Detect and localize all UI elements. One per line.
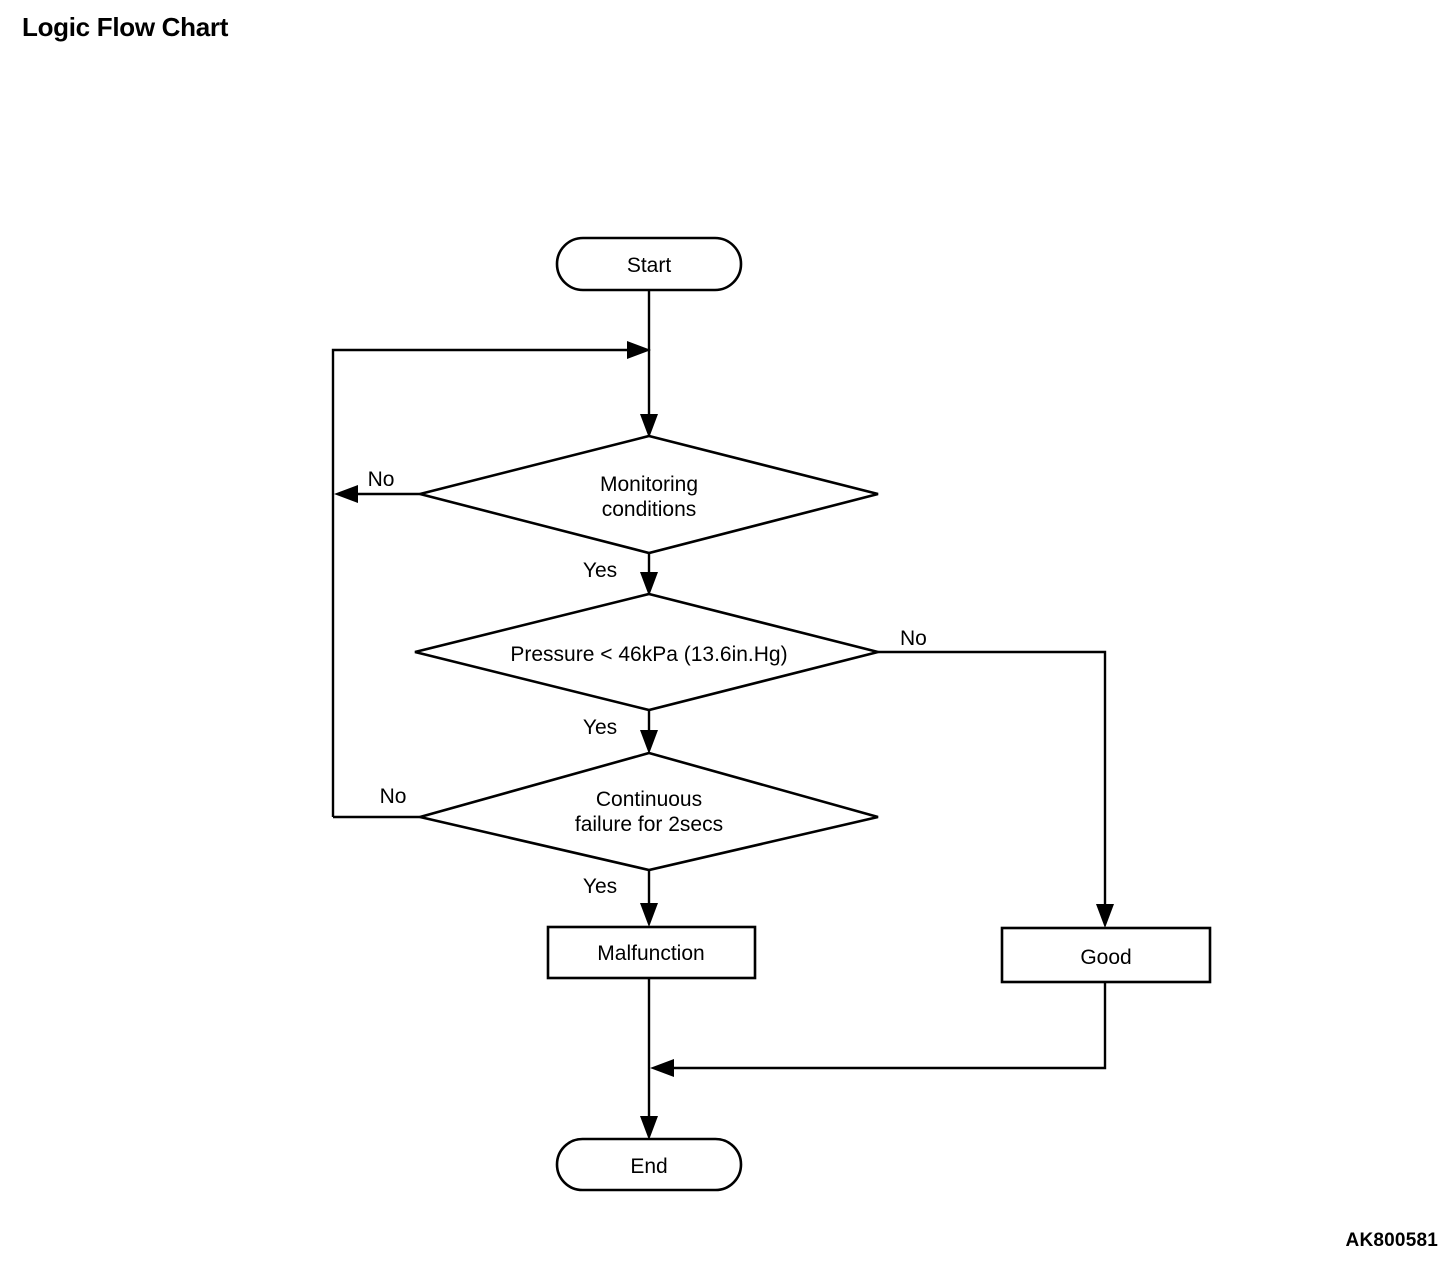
edge-label-continuous-no: No <box>380 785 407 808</box>
edge-continuous-yes-to-malfunction <box>640 870 658 927</box>
edge-malfunction-to-end <box>640 978 658 1140</box>
node-malfunction[interactable]: Malfunction <box>546 925 757 980</box>
figure-code: AK800581 <box>1345 1230 1438 1251</box>
edge-start-to-monitoring <box>640 290 658 438</box>
edge-label-monitoring-no: No <box>368 468 395 491</box>
node-pressure-label: Pressure < 46kPa (13.6in.Hg) <box>510 643 787 666</box>
edge-label-continuous-yes: Yes <box>583 875 617 898</box>
edge-label-pressure-no: No <box>900 627 927 650</box>
edge-pressure-no-to-good <box>878 650 1114 928</box>
node-end[interactable]: End <box>555 1137 743 1192</box>
edge-monitoring-no <box>334 485 420 503</box>
edge-feedback-loop-to-monitoring <box>331 341 651 817</box>
node-monitoring-conditions[interactable]: Monitoring conditions <box>419 434 879 555</box>
node-good[interactable]: Good <box>1000 926 1212 984</box>
edge-good-to-end <box>650 982 1107 1077</box>
node-start-label: Start <box>627 254 672 277</box>
node-start[interactable]: Start <box>555 236 743 292</box>
node-end-label: End <box>630 1155 667 1178</box>
node-monitoring-label-line1: Monitoring <box>600 473 698 496</box>
edge-pressure-yes-to-continuous <box>640 710 658 754</box>
node-continuous-label-line1: Continuous <box>596 788 702 811</box>
edge-label-pressure-yes: Yes <box>583 716 617 739</box>
edge-label-monitoring-yes: Yes <box>583 559 617 582</box>
node-good-label: Good <box>1080 946 1131 969</box>
page-title: Logic Flow Chart <box>22 12 229 42</box>
node-monitoring-label-line2: conditions <box>602 498 697 521</box>
node-continuous-failure[interactable]: Continuous failure for 2secs <box>419 751 879 872</box>
node-pressure-check[interactable]: Pressure < 46kPa (13.6in.Hg) <box>414 592 879 712</box>
node-continuous-label-line2: failure for 2secs <box>575 813 723 836</box>
node-malfunction-label: Malfunction <box>597 942 704 965</box>
edge-monitoring-yes-to-pressure <box>640 553 658 596</box>
